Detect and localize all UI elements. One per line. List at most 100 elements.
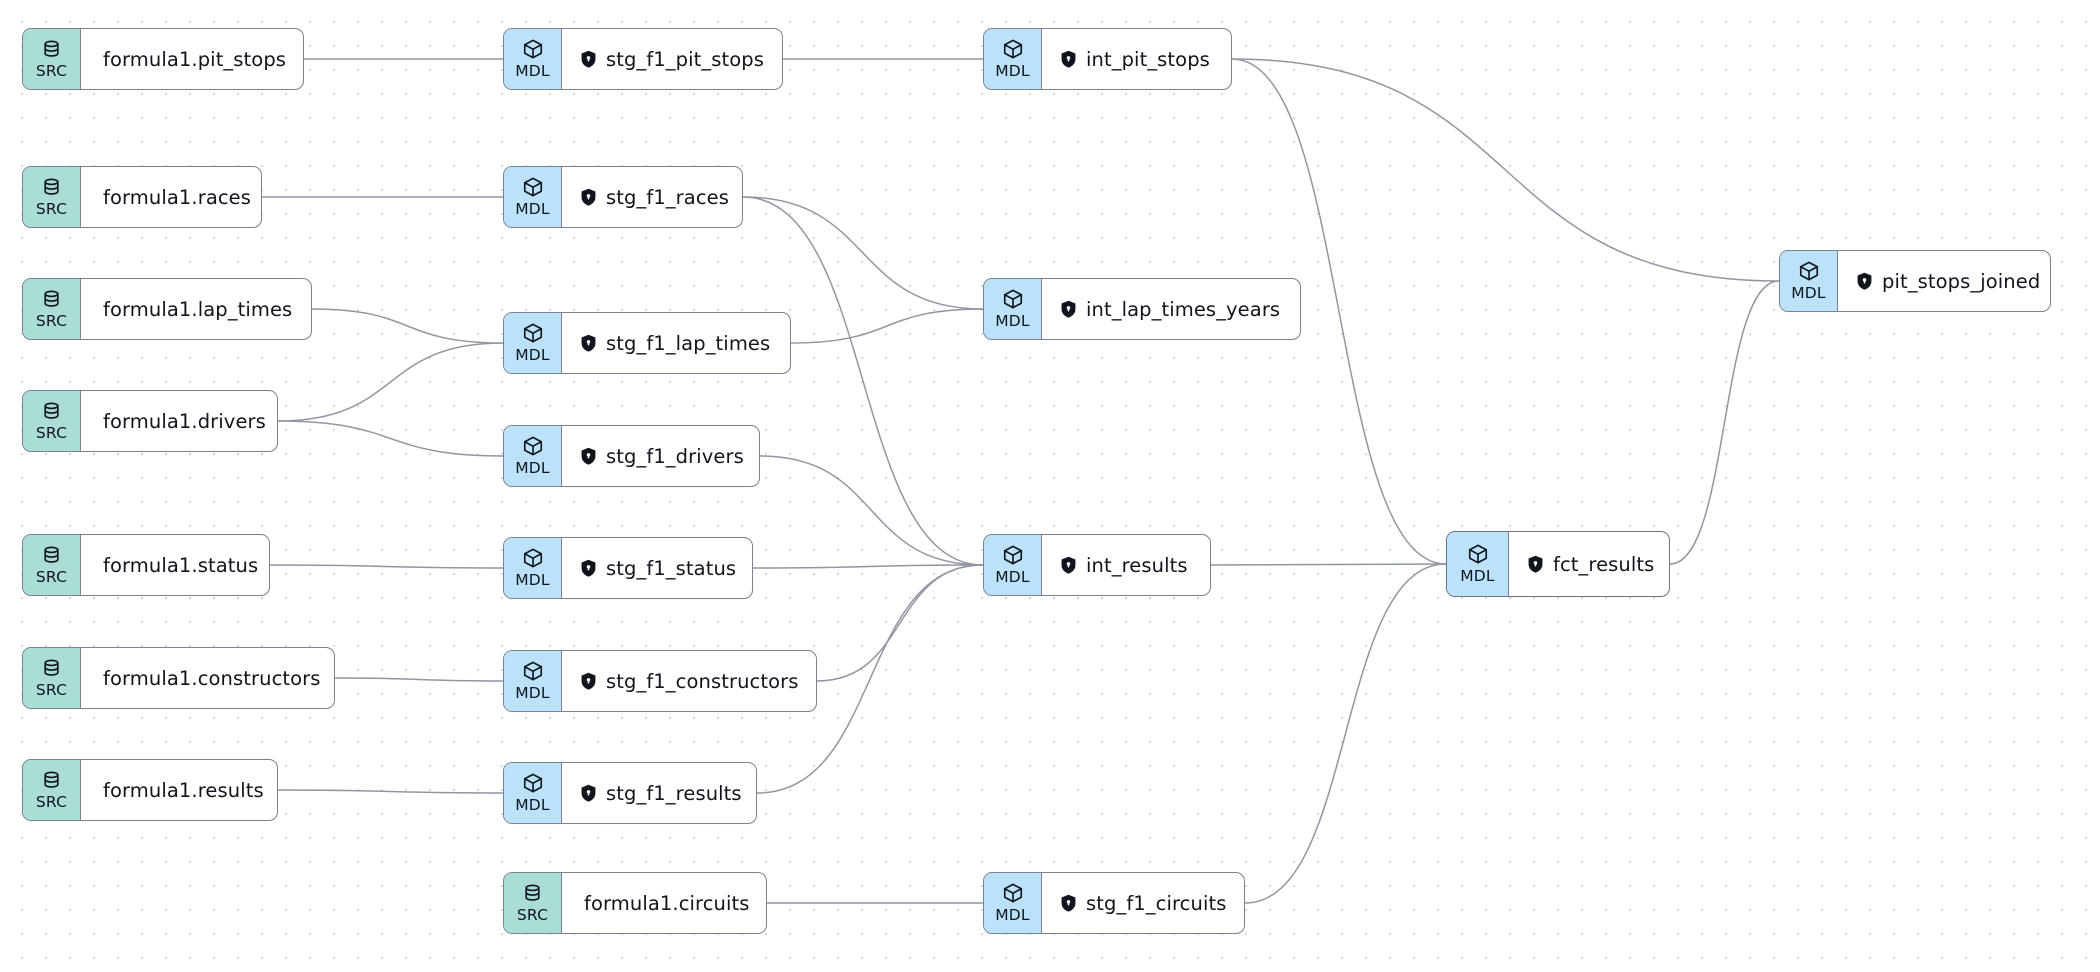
node-label: fct_results xyxy=(1553,552,1655,576)
node-body: fct_results xyxy=(1509,532,1669,596)
node-body: int_results xyxy=(1042,535,1208,595)
shield-icon xyxy=(580,784,597,802)
node-body: stg_f1_results xyxy=(562,763,756,823)
database-icon xyxy=(41,401,62,422)
graph-node-stg_constructors[interactable]: MDL stg_f1_constructors xyxy=(503,650,817,712)
source-badge: SRC xyxy=(23,167,81,227)
node-label: stg_f1_lap_times xyxy=(606,331,771,355)
node-body: formula1.pit_stops xyxy=(81,29,303,89)
shield-icon xyxy=(1060,50,1077,68)
node-type-code: SRC xyxy=(35,567,68,586)
graph-node-stg_results[interactable]: MDL stg_f1_results xyxy=(503,762,757,824)
graph-node-fct_results[interactable]: MDL fct_results xyxy=(1446,531,1670,597)
edge-stg_races-to-int_results xyxy=(742,196,984,566)
node-type-code: MDL xyxy=(1460,567,1495,585)
edge-stg_status-to-int_results xyxy=(752,564,984,569)
edge-src_results-to-stg_results xyxy=(277,789,504,794)
edge-fct_results-to-pit_stops_joined xyxy=(1669,280,1780,565)
model-badge: MDL xyxy=(984,279,1042,339)
database-icon xyxy=(41,177,62,198)
node-type-code: MDL xyxy=(515,684,550,702)
edge-stg_drivers-to-int_results xyxy=(759,455,984,566)
cube-icon xyxy=(1002,38,1024,60)
shield-icon xyxy=(1060,556,1077,574)
database-icon xyxy=(41,39,62,60)
node-label: pit_stops_joined xyxy=(1882,269,2041,293)
node-label: int_pit_stops xyxy=(1086,47,1210,71)
edge-stg_lap_times-to-int_lap_times_years xyxy=(790,308,984,344)
graph-node-src_constructors[interactable]: SRC formula1.constructors xyxy=(22,647,335,709)
graph-node-int_pit_stops[interactable]: MDL int_pit_stops xyxy=(983,28,1232,90)
node-label: formula1.lap_times xyxy=(103,297,293,321)
graph-node-int_lap_times_years[interactable]: MDL int_lap_times_years xyxy=(983,278,1301,340)
node-type-code: MDL xyxy=(515,200,550,218)
node-body: formula1.constructors xyxy=(81,648,334,708)
graph-node-src_status[interactable]: SRC formula1.status xyxy=(22,534,270,596)
node-type-code: MDL xyxy=(1791,284,1826,302)
node-body: formula1.circuits xyxy=(562,873,766,933)
cube-icon xyxy=(522,176,544,198)
node-label: formula1.circuits xyxy=(584,891,750,915)
node-label: stg_f1_drivers xyxy=(606,444,744,468)
edge-stg_circuits-to-fct_results xyxy=(1244,563,1447,904)
node-type-code: MDL xyxy=(515,796,550,814)
cube-icon xyxy=(522,660,544,682)
node-body: stg_f1_status xyxy=(562,538,752,598)
database-icon xyxy=(41,289,62,310)
source-badge: SRC xyxy=(23,535,81,595)
node-type-code: MDL xyxy=(515,571,550,589)
graph-node-stg_drivers[interactable]: MDL stg_f1_drivers xyxy=(503,425,760,487)
cube-icon xyxy=(1002,288,1024,310)
node-type-code: MDL xyxy=(515,459,550,477)
node-label: stg_f1_results xyxy=(606,781,742,805)
shield-icon xyxy=(1060,300,1077,318)
model-badge: MDL xyxy=(984,535,1042,595)
cube-icon xyxy=(522,435,544,457)
node-label: formula1.drivers xyxy=(103,409,266,433)
node-type-code: MDL xyxy=(995,62,1030,80)
cube-icon xyxy=(1002,544,1024,566)
node-label: int_results xyxy=(1086,553,1188,577)
source-badge: SRC xyxy=(23,391,81,451)
node-label: stg_f1_constructors xyxy=(606,669,799,693)
cube-icon xyxy=(1002,882,1024,904)
node-label: formula1.pit_stops xyxy=(103,47,287,71)
shield-icon xyxy=(580,334,597,352)
node-body: int_lap_times_years xyxy=(1042,279,1300,339)
node-type-code: SRC xyxy=(35,680,68,699)
edge-int_pit_stops-to-pit_stops_joined xyxy=(1231,58,1780,282)
shield-icon xyxy=(580,672,597,690)
node-type-code: MDL xyxy=(995,568,1030,586)
graph-node-src_lap_times[interactable]: SRC formula1.lap_times xyxy=(22,278,312,340)
node-body: stg_f1_drivers xyxy=(562,426,759,486)
node-label: stg_f1_circuits xyxy=(1086,891,1227,915)
graph-node-src_races[interactable]: SRC formula1.races xyxy=(22,166,262,228)
source-badge: SRC xyxy=(23,279,81,339)
node-label: formula1.status xyxy=(103,553,259,577)
node-label: formula1.results xyxy=(103,778,264,802)
cube-icon xyxy=(522,772,544,794)
node-type-code: SRC xyxy=(35,199,68,218)
node-type-code: MDL xyxy=(995,312,1030,330)
node-label: formula1.constructors xyxy=(103,666,321,690)
shield-icon xyxy=(1060,894,1077,912)
graph-node-src_drivers[interactable]: SRC formula1.drivers xyxy=(22,390,278,452)
graph-node-stg_status[interactable]: MDL stg_f1_status xyxy=(503,537,753,599)
node-label: stg_f1_pit_stops xyxy=(606,47,765,71)
node-body: formula1.results xyxy=(81,760,277,820)
model-badge: MDL xyxy=(504,167,562,227)
graph-node-int_results[interactable]: MDL int_results xyxy=(983,534,1211,596)
shield-icon xyxy=(1527,555,1544,573)
graph-node-pit_stops_joined[interactable]: MDL pit_stops_joined xyxy=(1779,250,2051,312)
edge-stg_races-to-int_lap_times_years xyxy=(742,196,984,310)
node-label: formula1.races xyxy=(103,185,252,209)
